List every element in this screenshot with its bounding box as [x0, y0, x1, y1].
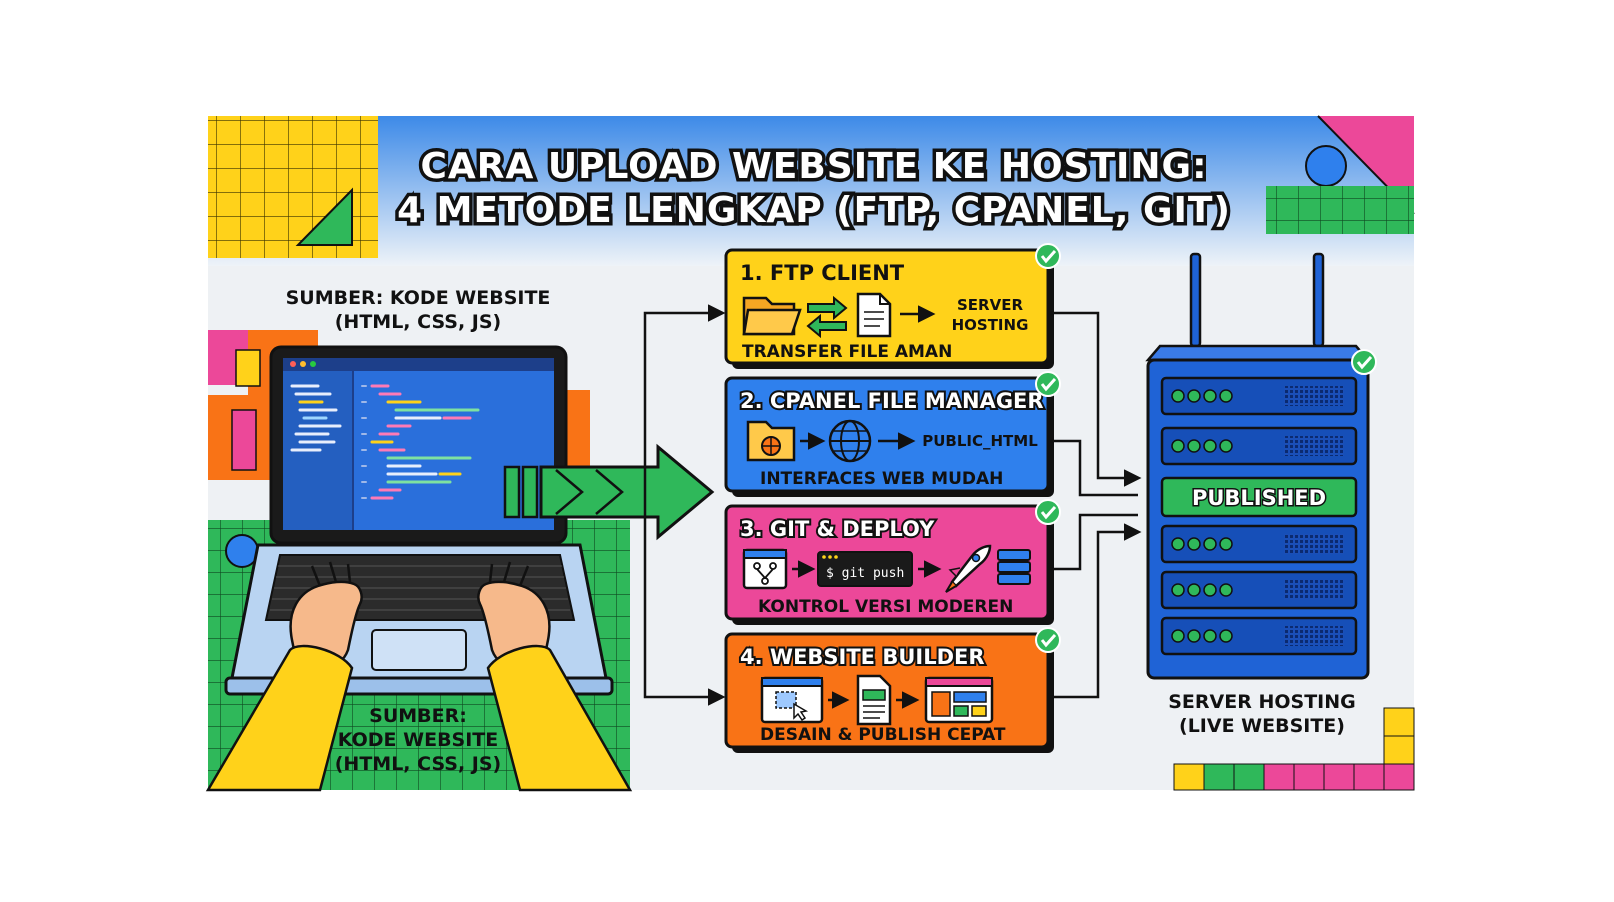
git-command: $ git push [826, 566, 904, 581]
method-2-title: 2. CPANEL FILE MANAGER [740, 389, 1044, 413]
title-line-1: CARA UPLOAD WEBSITE KE HOSTING: [420, 146, 1207, 187]
server-unit [1160, 616, 1358, 656]
method-1-target-line-2: HOSTING [952, 316, 1029, 334]
cursor-icon [760, 676, 824, 724]
laptop-icon [224, 345, 614, 696]
method-3-title: 3. GIT & DEPLOY [740, 517, 935, 541]
layout-icon [924, 676, 994, 724]
connectors-left [643, 304, 726, 706]
terminal-icon: $ git push [817, 551, 913, 587]
git-branch-icon [742, 548, 788, 590]
check-icon [1035, 371, 1061, 397]
globe-icon [828, 419, 872, 463]
method-card-git: 3. GIT & DEPLOY $ git push [724, 499, 1061, 625]
server-unit [1160, 524, 1358, 564]
typing-hands [205, 561, 633, 792]
check-icon [1351, 349, 1377, 375]
source-label-top-line-2: (HTML, CSS, JS) [335, 311, 501, 333]
method-4-footer: DESAIN & PUBLISH CEPAT [760, 725, 1006, 745]
published-status-bar: PUBLISHED [1160, 476, 1358, 518]
method-card-cpanel: 2. CPANEL FILE MANAGER PUBLIC_HTML INTER… [724, 371, 1061, 497]
method-2-footer: INTERFACES WEB MUDAH [760, 469, 1003, 489]
source-label-bottom-line-2: KODE WEBSITE [338, 729, 499, 751]
method-1-footer: TRANSFER FILE AMAN [742, 342, 952, 362]
upload-arrow [503, 443, 715, 541]
decor-top-right [1266, 115, 1415, 234]
check-icon [1035, 243, 1061, 269]
published-label: PUBLISHED [1192, 486, 1326, 510]
source-label-top-line-1: SUMBER: KODE WEBSITE [286, 287, 551, 309]
file-icon [856, 674, 892, 726]
page-title: CARA UPLOAD WEBSITE KE HOSTING: 4 METODE… [394, 143, 1234, 235]
connectors-right [1050, 311, 1142, 699]
code-lines [290, 384, 480, 500]
method-1-title: 1. FTP CLIENT [740, 261, 905, 285]
title-line-2: 4 METODE LENGKAP (FTP, CPANEL, GIT) [397, 190, 1231, 231]
method-1-target-line-1: SERVER [957, 296, 1023, 314]
folder-icon [742, 296, 802, 336]
folder-icon [746, 420, 796, 462]
decor-top-left [208, 116, 378, 258]
method-card-ftp: 1. FTP CLIENT SERVER HOSTING TRANSFER FI… [724, 243, 1061, 369]
method-4-title: 4. WEBSITE BUILDER [740, 645, 985, 669]
server-rack-icon: PUBLISHED [1145, 252, 1377, 680]
check-icon [1035, 499, 1061, 525]
server-unit [1160, 376, 1358, 416]
method-2-target: PUBLIC_HTML [922, 432, 1038, 450]
server-label-line-2: (LIVE WEBSITE) [1179, 715, 1345, 737]
method-3-footer: KONTROL VERSI MODEREN [758, 597, 1013, 617]
file-icon [856, 292, 892, 338]
server-label-line-1: SERVER HOSTING [1168, 691, 1356, 713]
server-unit [1160, 570, 1358, 610]
server-unit [1160, 426, 1358, 466]
source-label-bottom-line-1: SUMBER: [369, 705, 467, 727]
source-label-bottom-line-3: (HTML, CSS, JS) [335, 753, 501, 775]
method-card-builder: 4. WEBSITE BUILDER DESAIN & PUBLISH CEPA… [724, 627, 1061, 753]
transfer-arrows-icon [806, 295, 848, 339]
rocket-icon [945, 544, 992, 593]
database-icon [997, 549, 1031, 585]
decor-bottom-right [1173, 707, 1415, 791]
check-icon [1035, 627, 1061, 653]
